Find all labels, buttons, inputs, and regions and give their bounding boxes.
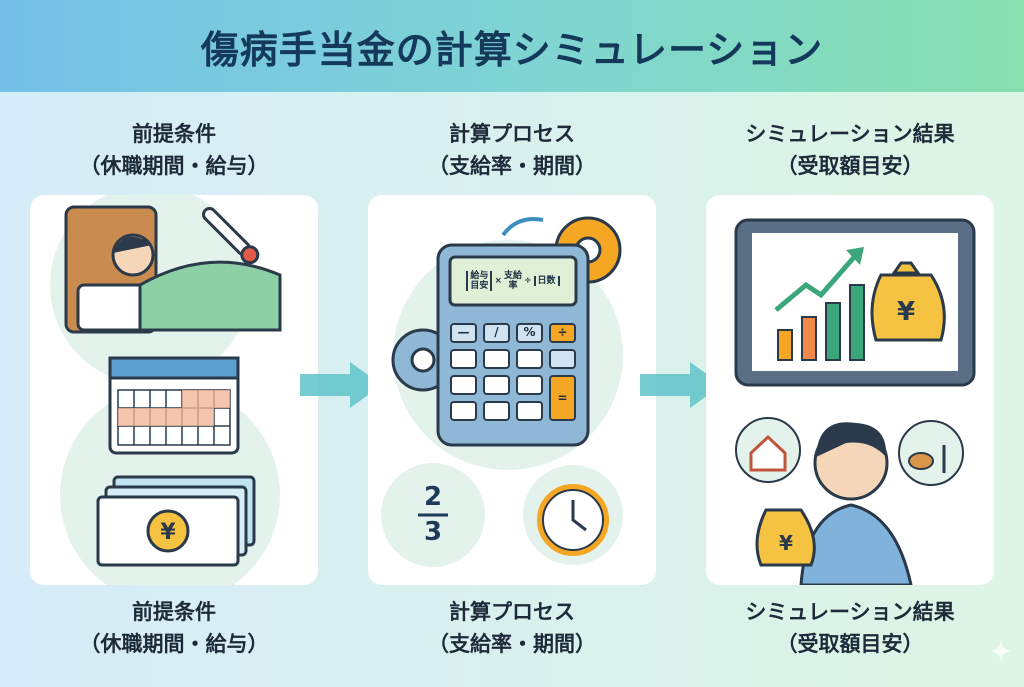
column-1-heading: 前提条件 （休職期間・給与） <box>24 118 324 182</box>
arrow-right-icon <box>300 362 382 408</box>
column-1-footer: 前提条件 （休職期間・給与） <box>24 596 324 660</box>
formula-display: 給与目安 × 支給率 ÷ 日数 <box>454 265 572 297</box>
yen-symbol: ¥ <box>160 520 176 545</box>
calculator-key <box>483 349 510 369</box>
calculator-keypad: — / % ÷ = <box>450 323 576 421</box>
formula-term: 率 <box>508 281 518 291</box>
calculator-key <box>549 349 576 369</box>
heading-text: 前提条件 <box>132 600 216 624</box>
subheading-text: （支給率・期間） <box>428 154 596 178</box>
fraction-numerator: 2 <box>423 482 443 512</box>
heading-text: シミュレーション結果 <box>745 600 955 624</box>
subheading-text: （支給率・期間） <box>428 632 596 656</box>
clock-icon <box>523 465 623 565</box>
subheading-text: （休職期間・給与） <box>79 632 269 656</box>
calculator-display <box>448 255 578 307</box>
calculator-key <box>450 401 477 421</box>
calendar-icon <box>108 356 240 455</box>
sparkle-icon <box>990 640 1012 662</box>
calculator-key <box>450 375 477 395</box>
calculator-key <box>450 349 477 369</box>
smiling-man-illustration <box>799 422 913 585</box>
calculator-key <box>483 375 510 395</box>
yen-symbol: ¥ <box>897 297 915 327</box>
subheading-text: （休職期間・給与） <box>79 154 269 178</box>
page-title: 傷病手当金の計算シミュレーション <box>200 27 824 72</box>
result-panel: ¥ ¥ <box>706 195 994 585</box>
sick-in-bed-illustration <box>64 205 282 334</box>
heading-text: 前提条件 <box>132 122 216 146</box>
subheading-text: （受取額目安） <box>776 632 924 656</box>
column-3-heading: シミュレーション結果 （受取額目安） <box>700 118 1000 182</box>
multiply-operator: × <box>494 276 502 286</box>
cycle-arrow-icon <box>501 217 544 237</box>
fraction-denominator: 3 <box>423 517 443 547</box>
calculator-key: % <box>516 323 543 343</box>
formula-term: 日数 <box>533 276 560 286</box>
calculation-panel: 給与目安 × 支給率 ÷ 日数 — / % ÷ = 2 3 <box>368 195 656 585</box>
yen-symbol: ¥ <box>779 531 793 555</box>
tablet-chart-illustration: ¥ <box>734 218 976 387</box>
calculator-key <box>516 401 543 421</box>
calculator-key: / <box>483 323 510 343</box>
formula-term: 支給 <box>503 271 522 281</box>
calculator-key: ÷ <box>549 323 576 343</box>
heading-text: シミュレーション結果 <box>745 122 955 146</box>
equals-key: = <box>549 375 576 421</box>
money-bag-icon: ¥ <box>755 508 816 567</box>
column-2-heading: 計算プロセス （支給率・期間） <box>362 118 662 182</box>
banknotes-icon: ¥ <box>96 475 256 567</box>
house-bubble-icon <box>735 417 801 483</box>
column-3-footer: シミュレーション結果 （受取額目安） <box>700 596 1000 660</box>
divide-operator: ÷ <box>524 276 532 286</box>
heading-text: 計算プロセス <box>449 122 575 146</box>
food-bubble-icon <box>898 420 964 486</box>
title-banner: 傷病手当金の計算シミュレーション <box>0 0 1024 92</box>
preconditions-panel: ¥ <box>30 195 318 585</box>
calculator-key: — <box>450 323 477 343</box>
calculator-key <box>516 375 543 395</box>
formula-term: 目安 <box>470 281 489 291</box>
column-2-footer: 計算プロセス （支給率・期間） <box>362 596 662 660</box>
thermometer-icon <box>201 206 260 265</box>
formula-term: 給与 <box>470 271 489 281</box>
heading-text: 計算プロセス <box>449 600 575 624</box>
arrow-right-icon <box>640 362 722 408</box>
calculator-key <box>483 401 510 421</box>
subheading-text: （受取額目安） <box>776 154 924 178</box>
calculator-key <box>516 349 543 369</box>
